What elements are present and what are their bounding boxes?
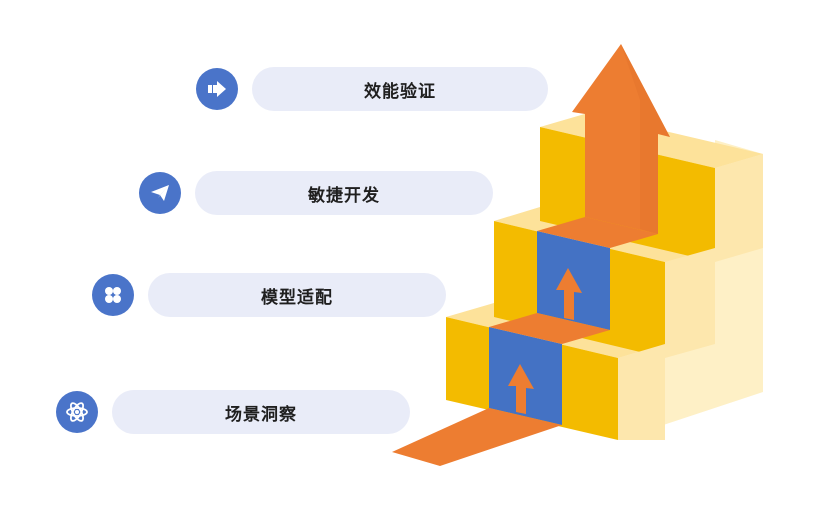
arrow-right-icon: [196, 68, 238, 110]
step-efficiency-validation: 效能验证: [196, 67, 556, 113]
step-agile-development: 敏捷开发: [139, 171, 499, 217]
step-label: 敏捷开发: [195, 171, 493, 215]
four-circles-icon: [92, 274, 134, 316]
step-model-adaptation: 模型适配: [92, 273, 452, 319]
atom-icon: [56, 391, 98, 433]
step-label: 效能验证: [252, 67, 548, 111]
big-up-arrow-shade: [621, 44, 670, 234]
stair-side-face: [618, 344, 665, 440]
arrow-path: [392, 408, 562, 466]
step-label: 场景洞察: [112, 390, 410, 434]
paper-plane-icon: [139, 172, 181, 214]
stair-side-face: [665, 248, 715, 358]
riser-arrow: [508, 364, 534, 414]
stair-side-face: [715, 154, 763, 262]
arrow-path: [537, 217, 658, 248]
riser-arrow: [556, 268, 582, 320]
big-up-arrow: [572, 44, 670, 234]
step-label: 模型适配: [148, 273, 446, 317]
arrow-path: [489, 313, 610, 344]
step-scenario-insight: 场景洞察: [56, 390, 416, 436]
